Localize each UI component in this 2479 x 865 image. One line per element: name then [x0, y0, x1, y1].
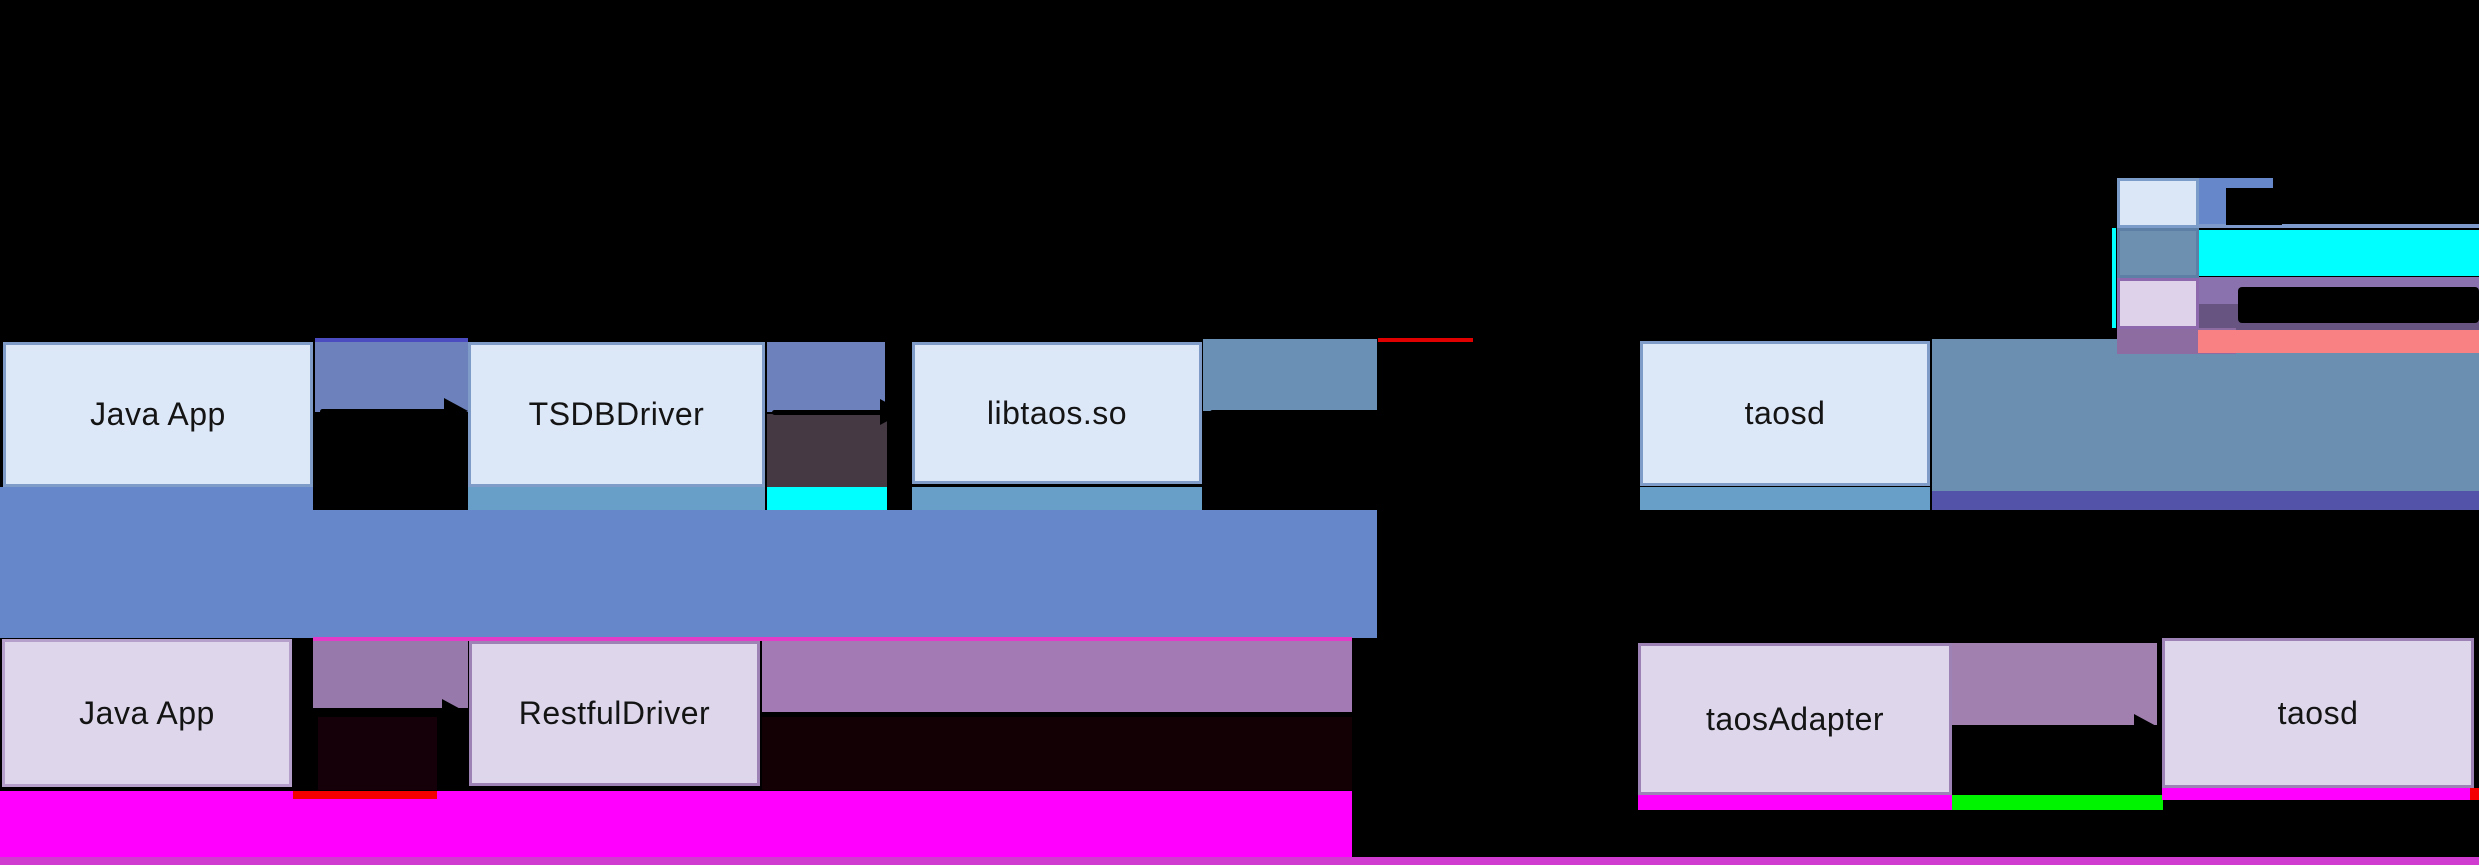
arrow-restful-to-adapter [770, 712, 1608, 717]
node-tsdb-driver-label: TSDBDriver [528, 396, 705, 432]
arrowhead-java-to-tsdb [444, 398, 468, 424]
node-taosd-rest-label: taosd [2277, 694, 2359, 731]
magenta-strip-adapter [1638, 795, 1952, 810]
arrowhead-libtaos-to-taosd [1612, 399, 1636, 425]
dark-gap-row2 [318, 717, 437, 790]
green-strip [1952, 795, 2163, 810]
legend-swatch-lavender [2117, 278, 2199, 329]
blue-band [0, 510, 1377, 638]
legend-text-ghost-2 [2238, 287, 2479, 323]
red-bit-taosd2 [2470, 788, 2479, 800]
node-taos-adapter-label: taosAdapter [1705, 700, 1885, 737]
node-java-app-rest: Java App [2, 639, 292, 787]
red-line-segment [1378, 338, 1473, 342]
magenta-bottom-line [0, 857, 2479, 865]
legend-cyan-sliver [2112, 228, 2116, 328]
highlight-java-to-tsdb [315, 338, 468, 412]
teal-strip-libtaos [912, 487, 1202, 510]
dark-maroon-gap-1 [767, 414, 887, 487]
arrow-java2-to-restful [318, 710, 446, 715]
magenta-band [0, 791, 1352, 865]
arrowhead-adapter-to-taosd [2134, 714, 2158, 740]
arrow-adapter-to-taosd [1958, 725, 2138, 730]
arrow-libtaos-to-taosd [1210, 410, 1616, 415]
node-taosd-jni: taosd [1640, 341, 1930, 486]
legend-salmon-bar [2198, 330, 2479, 353]
arrowhead-tsdb-to-libtaos [880, 399, 904, 425]
node-tsdb-driver: TSDBDriver [468, 342, 765, 487]
purple-band-adapter [1952, 643, 2157, 725]
blue-band-left-extension [0, 487, 313, 513]
red-strip-row2 [293, 791, 437, 799]
highlight-java2-to-restful [313, 641, 468, 708]
node-taosd-rest: taosd [2162, 638, 2474, 788]
arrowhead-restful-to-adapter [1604, 701, 1628, 727]
node-java-app-jni-label: Java App [90, 396, 226, 432]
magenta-line-row2-top [313, 637, 1352, 641]
legend-swatch-steel-blue [2117, 228, 2199, 278]
node-taos-adapter: taosAdapter [1638, 643, 1952, 795]
legend-cyan-bar [2198, 230, 2479, 276]
legend-underline [2195, 224, 2479, 228]
legend-swatch-light-blue [2117, 178, 2199, 228]
cyan-strip-gap [767, 487, 887, 510]
node-libtaos: libtaos.so [912, 342, 1202, 484]
highlight-tsdb-to-libtaos [767, 342, 885, 412]
node-java-app-jni: Java App [3, 342, 313, 487]
arrowhead-java2-to-restful [442, 699, 466, 725]
magenta-strip-taosd2 [2162, 788, 2470, 800]
node-libtaos-label: libtaos.so [986, 394, 1128, 431]
highlight-right-of-libtaos [1203, 339, 1377, 411]
arrow-tsdb-to-libtaos [772, 410, 884, 415]
legend-text-ghost-1 [2226, 188, 2282, 225]
node-restful-driver: RestfulDriver [469, 641, 760, 786]
steel-rect-right-of-taosd [1932, 339, 2479, 491]
dark-maroon-row2 [762, 717, 1352, 790]
indigo-strip [1932, 491, 2479, 510]
node-java-app-rest-label: Java App [79, 694, 215, 731]
node-taosd-jni-label: taosd [1744, 395, 1826, 431]
teal-strip-tsdb [468, 487, 765, 510]
arrow-java-to-tsdb [320, 409, 446, 414]
teal-strip-taosd [1640, 487, 1930, 510]
purple-band-restful [762, 641, 1352, 712]
node-restful-driver-label: RestfulDriver [518, 695, 711, 731]
